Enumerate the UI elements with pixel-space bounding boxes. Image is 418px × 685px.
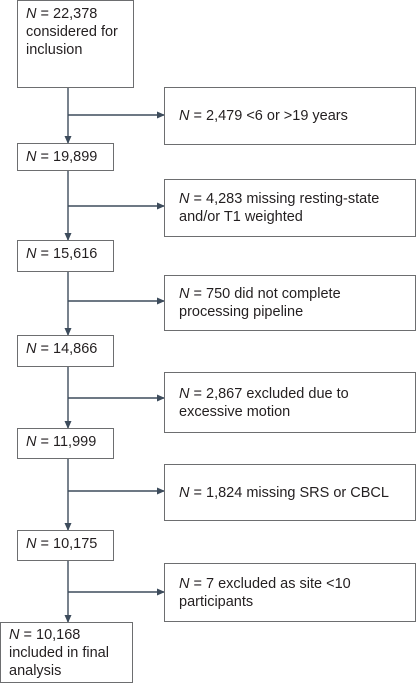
exclusion-box-6: N = 7 excluded as site <10 participants bbox=[164, 563, 416, 622]
flow-box-2: N = 19,899 bbox=[17, 143, 114, 171]
exclusion-text: = 750 did not complete processing pipeli… bbox=[179, 286, 341, 320]
flow-box-text: = 15,616 bbox=[36, 246, 98, 262]
flow-box-text: = 10,168 included in final analysis bbox=[9, 627, 109, 679]
flow-box-text: = 22,378 considered for inclusion bbox=[26, 6, 118, 58]
n-symbol: N bbox=[179, 108, 190, 124]
n-symbol: N bbox=[179, 191, 190, 207]
n-symbol: N bbox=[26, 341, 37, 357]
exclusion-text: = 7 excluded as site <10 participants bbox=[179, 575, 351, 610]
flow-box-6: N = 10,175 bbox=[17, 530, 114, 561]
flow-box-3: N = 15,616 bbox=[17, 240, 114, 272]
exclusion-box-1: N = 2,479 <6 or >19 years bbox=[164, 87, 416, 145]
flow-box-text: = 19,899 bbox=[36, 149, 98, 165]
flow-box-text: = 14,866 bbox=[36, 341, 98, 357]
exclusion-text: = 1,824 missing SRS or CBCL bbox=[189, 484, 389, 501]
n-symbol: N bbox=[179, 575, 190, 592]
exclusion-box-5: N = 1,824 missing SRS or CBCL bbox=[164, 464, 416, 521]
exclusion-text: = 2,867 excluded due to excessive motion bbox=[179, 385, 349, 420]
n-symbol: N bbox=[26, 434, 37, 450]
n-symbol: N bbox=[179, 484, 190, 501]
flow-box-text: = 11,999 bbox=[36, 434, 97, 450]
exclusion-box-2: N = 4,283 missing resting-state and/or T… bbox=[164, 179, 416, 237]
flow-box-final: N = 10,168 included in final analysis bbox=[0, 622, 133, 683]
n-symbol: N bbox=[26, 536, 37, 552]
n-symbol: N bbox=[26, 6, 37, 22]
n-symbol: N bbox=[179, 286, 190, 302]
exclusion-text: = 4,283 missing resting-state and/or T1 … bbox=[179, 191, 380, 225]
n-symbol: N bbox=[9, 627, 20, 643]
flow-box-1: N = 22,378 considered for inclusion bbox=[17, 0, 134, 88]
exclusion-box-4: N = 2,867 excluded due to excessive moti… bbox=[164, 372, 416, 433]
exclusion-text: = 2,479 <6 or >19 years bbox=[189, 108, 348, 124]
flow-box-text: = 10,175 bbox=[36, 536, 98, 552]
n-symbol: N bbox=[179, 385, 190, 402]
flow-box-4: N = 14,866 bbox=[17, 335, 114, 367]
flow-box-5: N = 11,999 bbox=[17, 428, 114, 459]
n-symbol: N bbox=[26, 246, 37, 262]
n-symbol: N bbox=[26, 149, 37, 165]
exclusion-box-3: N = 750 did not complete processing pipe… bbox=[164, 275, 416, 331]
